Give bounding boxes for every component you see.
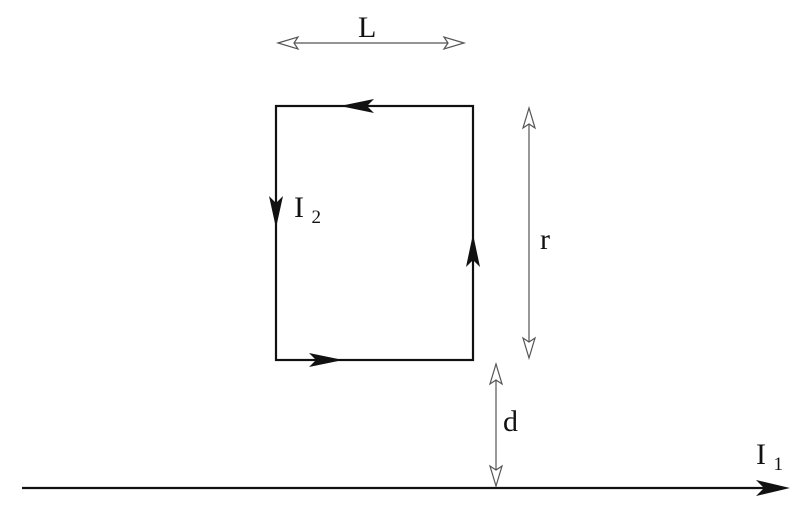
current-loop [274, 104, 475, 362]
loop-right-arrow [466, 234, 480, 267]
label-I2-subscript: 2 [312, 207, 322, 228]
label-I2: I 2 [294, 191, 321, 228]
loop-left-arrow [269, 196, 283, 228]
loop-top-arrow [340, 99, 374, 113]
label-I1-letter: I [756, 438, 766, 471]
loop-bottom-arrow [309, 353, 343, 367]
label-I1: I 1 [756, 438, 783, 475]
label-r: r [540, 223, 550, 256]
label-I1-subscript: 1 [774, 454, 784, 475]
label-L: L [358, 11, 376, 44]
label-I2-letter: I [294, 191, 304, 224]
label-d: d [503, 405, 518, 438]
dimension-d-arrow [488, 361, 504, 489]
dimension-L-arrow [275, 35, 467, 51]
wire-current-arrow [756, 480, 790, 496]
dimension-r-arrow [521, 105, 537, 361]
